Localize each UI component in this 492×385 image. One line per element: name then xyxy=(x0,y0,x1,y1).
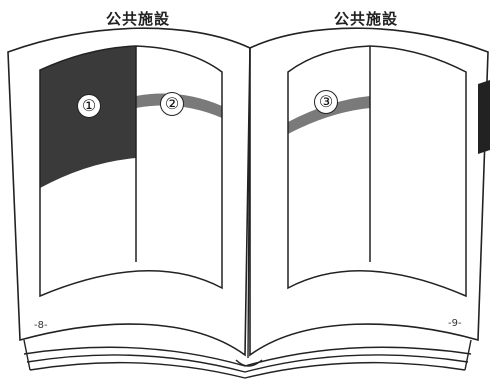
marker-3: ③ xyxy=(314,90,338,114)
dark-edge-right xyxy=(478,80,490,154)
marker-2: ② xyxy=(160,92,184,116)
left-page-number: -8- xyxy=(34,320,48,331)
right-page-title: 公共施設 xyxy=(333,10,398,28)
right-page-panels xyxy=(287,45,490,298)
book-spine xyxy=(247,47,251,359)
right-page xyxy=(249,27,489,357)
right-panel-frame xyxy=(287,45,467,298)
spine-knot xyxy=(235,359,263,367)
marker-1: ① xyxy=(77,94,101,118)
left-panel-frame xyxy=(39,45,223,298)
right-page-number: -9- xyxy=(448,318,462,329)
band-area-3 xyxy=(288,96,370,134)
left-page-title: 公共施設 xyxy=(105,10,170,28)
